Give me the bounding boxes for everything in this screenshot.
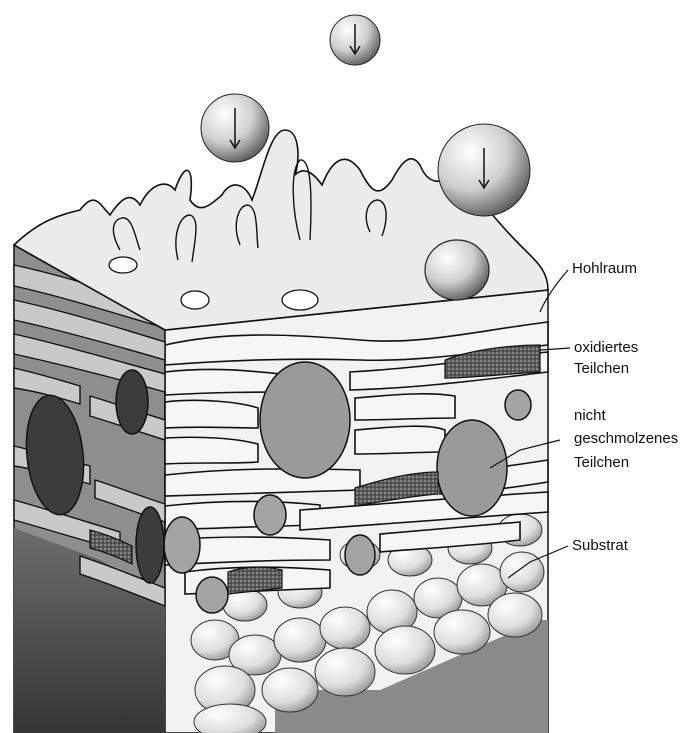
label-substrat: Substrat [572,537,629,554]
label-oxidiertes-line2: Teilchen [574,360,629,377]
large-gray-particle [260,362,350,478]
droplet-top [330,15,380,65]
gray-particle-right [437,420,507,516]
label-oxidiertes-line1: oxidiertes [574,339,638,356]
droplet-right [438,124,530,216]
droplet-middle [201,94,269,162]
label-nicht-line1: nicht [574,407,607,424]
label-hohlraum: Hohlraum [572,260,637,277]
labels: Hohlraum oxidiertes Teilchen nicht gesch… [572,260,678,554]
label-nicht-line3: Teilchen [574,454,629,471]
label-nicht-line2: geschmolzenes [574,430,678,447]
